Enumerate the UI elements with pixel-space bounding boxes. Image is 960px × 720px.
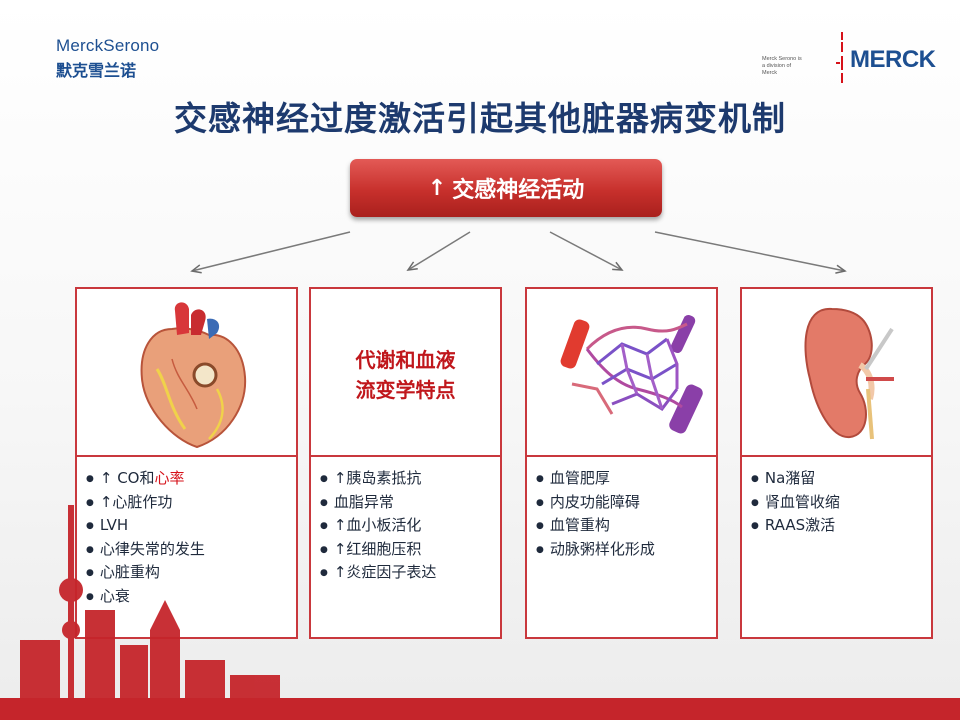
arrow-to-heart	[190, 231, 351, 274]
list-item: ↑心脏作功	[86, 491, 205, 515]
connector-arrows	[190, 231, 847, 274]
heart-image-area	[77, 289, 296, 457]
list-item: 血脂异常	[320, 491, 436, 515]
arrow-to-vessels	[549, 231, 624, 271]
list-item: ↑血小板活化	[320, 514, 436, 538]
list-item: 内皮功能障碍	[536, 491, 655, 515]
list-item: 血管重构	[536, 514, 655, 538]
list-item: 动脉粥样化形成	[536, 538, 655, 562]
heart-list: ↑ CO和心率 ↑心脏作功 LVH 心律失常的发生 心脏重构 心衰	[77, 457, 205, 608]
logo-right-word: MERCK	[850, 46, 936, 73]
merck-mark-icon	[836, 32, 843, 83]
vessels-list: 血管肥厚 内皮功能障碍 血管重构 动脉粥样化形成	[527, 457, 655, 561]
slide-title: 交感神经过度激活引起其他脏器病变机制	[174, 99, 786, 138]
up-arrow-icon: ↑	[427, 175, 447, 201]
list-item: ↑红细胞压积	[320, 538, 436, 562]
logo-left-chinese: 默克雪兰诺	[56, 61, 137, 80]
list-item: 心衰	[86, 585, 205, 609]
list-item: 心脏重构	[86, 561, 205, 585]
vessels-image-area	[527, 289, 716, 457]
sympathetic-activity-box: ↑ 交感神经活动	[350, 159, 662, 217]
card-heart: ↑ CO和心率 ↑心脏作功 LVH 心律失常的发生 心脏重构 心衰	[75, 287, 298, 639]
merck-logo: Merck Serono is a division of Merck MERC…	[762, 30, 936, 90]
card-vessels: 血管肥厚 内皮功能障碍 血管重构 动脉粥样化形成	[525, 287, 718, 639]
heart-icon	[140, 302, 247, 449]
blood-vessels-icon	[560, 314, 703, 434]
arrow-to-metabolic	[406, 231, 471, 271]
metabolic-list: ↑胰岛素抵抗 血脂异常 ↑血小板活化 ↑红细胞压积 ↑炎症因子表达	[311, 457, 437, 585]
arrow-to-kidney	[654, 231, 847, 274]
metabolic-caption: 代谢和血液 流变学特点	[355, 348, 456, 402]
metabolic-caption-area: 代谢和血液 流变学特点	[311, 289, 500, 457]
logo-left-english: MerckSerono	[56, 36, 160, 55]
kidney-image-area	[742, 289, 931, 457]
list-item: ↑胰岛素抵抗	[320, 467, 436, 491]
list-item: 肾血管收缩	[751, 491, 840, 515]
list-item: LVH	[86, 514, 205, 538]
card-kidney: Na潴留 肾血管收缩 RAAS激活	[740, 287, 933, 639]
list-item: RAAS激活	[751, 514, 840, 538]
merck-serono-logo: MerckSerono 默克雪兰诺	[56, 36, 159, 81]
list-item: 心律失常的发生	[86, 538, 205, 562]
top-box-label: 交感神经活动	[452, 178, 585, 203]
bottom-bar	[0, 698, 960, 720]
list-item: Na潴留	[751, 467, 840, 491]
list-item: ↑炎症因子表达	[320, 561, 437, 585]
kidney-icon	[804, 307, 894, 440]
list-item: 血管肥厚	[536, 467, 655, 491]
list-item: ↑ CO和心率	[86, 467, 205, 491]
logo-right-caption: Merck Serono is a division of Merck	[762, 56, 802, 76]
card-metabolic: 代谢和血液 流变学特点 ↑胰岛素抵抗 血脂异常 ↑血小板活化 ↑红细胞压积 ↑炎…	[309, 287, 502, 639]
kidney-list: Na潴留 肾血管收缩 RAAS激活	[742, 457, 840, 538]
